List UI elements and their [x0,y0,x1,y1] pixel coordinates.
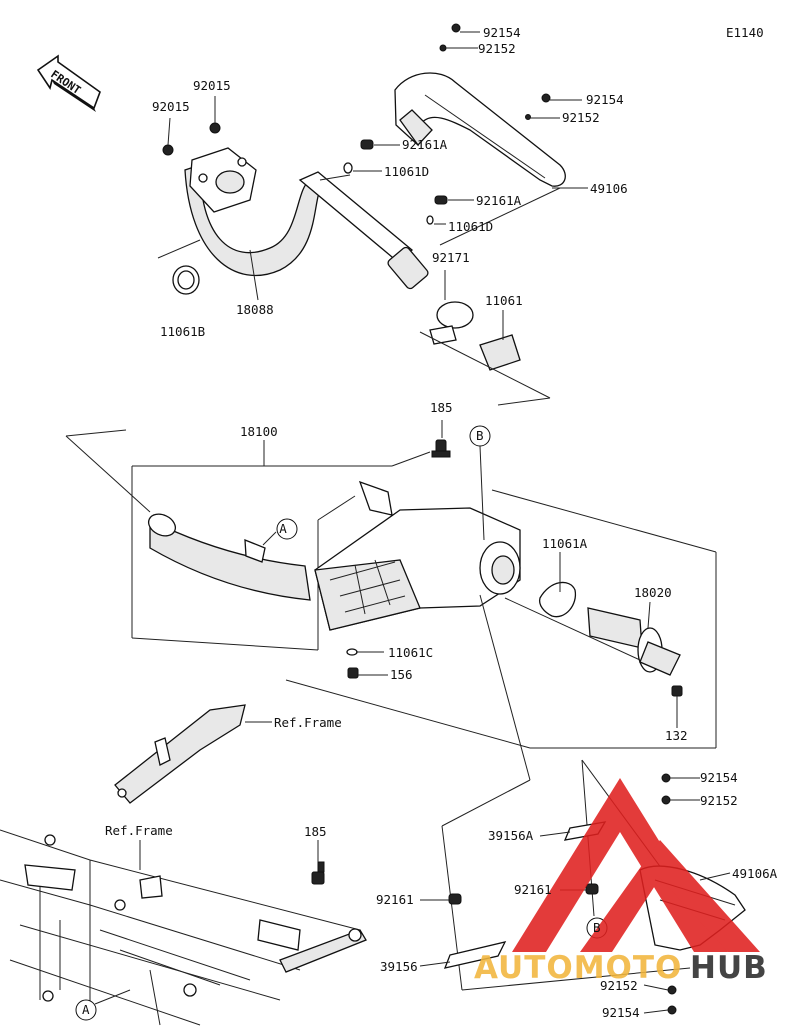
label-92015-b: 92015 [152,99,190,114]
label-92154-d: 92154 [602,1005,640,1020]
frame-reference [0,829,367,1026]
label-92154-a: 92154 [483,25,521,40]
label-156: 156 [390,667,413,682]
label-18100: 18100 [240,424,278,439]
label-92161-a: 92161 [514,882,552,897]
label-18088: 18088 [236,302,274,317]
label-11061C: 11061C [388,645,433,660]
label-49106A: 49106A [732,866,778,881]
label-92152-c: 92152 [700,793,738,808]
label-11061: 11061 [485,293,523,308]
automotohub-watermark: AUTOMOTO HUB [474,778,768,986]
label-92152-b: 92152 [562,110,600,125]
label-92152-d: 92152 [600,978,638,993]
ref-letter-b-2: B [593,920,601,935]
label-11061A: 11061A [542,536,588,551]
ref-letter-a-1: A [279,521,287,536]
label-92154-b: 92154 [586,92,624,107]
front-arrow-icon: FRONT [36,54,101,112]
label-132: 132 [665,728,688,743]
label-185-b: 185 [304,824,327,839]
label-92154-c: 92154 [700,770,738,785]
label-11061D-a: 11061D [384,164,429,179]
label-11061D-b: 11061D [448,219,493,234]
label-92161A-a: 92161A [402,137,448,152]
ref-letter-b-1: B [476,428,484,443]
label-185-a: 185 [430,400,453,415]
label-92171: 92171 [432,250,470,265]
label-39156A: 39156A [488,828,534,843]
muffler-assembly [65,420,717,991]
label-ref-frame-b: Ref.Frame [105,823,173,838]
label-92152-a: 92152 [478,41,516,56]
watermark-part1: AUTOMOTO [474,950,682,986]
label-49106: 49106 [590,181,628,196]
label-92015-a: 92015 [193,78,231,93]
label-92161-b: 92161 [376,892,414,907]
diagram-code: E1140 [726,25,764,40]
label-39156: 39156 [380,959,418,974]
label-11061B: 11061B [160,324,205,339]
label-18020: 18020 [634,585,672,600]
header-pipe-assembly [157,96,551,406]
heat-cover-49106 [319,23,588,246]
label-92161A-b: 92161A [476,193,522,208]
watermark-part2: HUB [690,950,768,986]
label-ref-frame-a: Ref.Frame [274,715,342,730]
ref-letter-a-2: A [82,1002,90,1017]
